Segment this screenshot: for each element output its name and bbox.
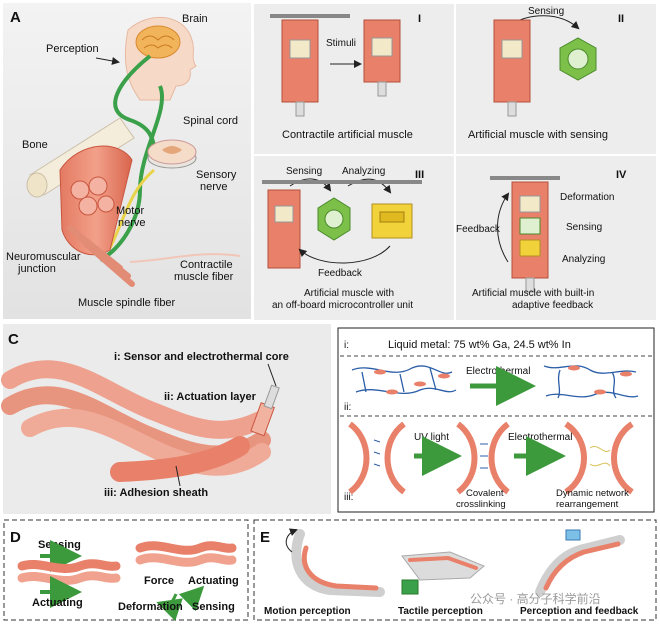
label-perception: Perception — [46, 43, 99, 55]
label-sensing-iii: Sensing — [286, 166, 322, 177]
label-motor-nerve-1: Motor — [116, 205, 144, 217]
label-spinal-cord: Spinal cord — [183, 115, 238, 127]
label-d-sensing-right: Sensing — [192, 601, 235, 613]
label-c-iii: iii: Adhesion sheath — [104, 487, 208, 499]
caption-iii-1: Artificial muscle with — [304, 288, 394, 299]
label-c-ii: ii: Actuation layer — [164, 391, 257, 403]
box-i-label: i: — [344, 340, 349, 351]
box-i-text: Liquid metal: 75 wt% Ga, 24.5 wt% In — [388, 339, 571, 351]
panel-b-ii-bg — [456, 4, 656, 154]
label-sensory-nerve-1: Sensory — [196, 169, 237, 181]
sensory-nerve-path — [99, 85, 164, 262]
muscle-block-i-left — [270, 14, 350, 117]
label-c-i: i: Sensor and electrothermal core — [114, 351, 289, 363]
box-iii-uv-light: UV light — [414, 432, 449, 443]
panel-a-letter: A — [10, 9, 21, 26]
caption-i: Contractile artificial muscle — [282, 129, 413, 141]
label-contractile-2: muscle fiber — [174, 271, 234, 283]
label-nmj-2: junction — [17, 263, 56, 275]
muscle-block-i-right — [363, 19, 401, 97]
label-analyzing-iii: Analyzing — [342, 166, 385, 177]
label-covalent-1: Covalent — [466, 488, 504, 499]
box-ii-label: ii: — [344, 402, 351, 413]
fiber-pair-d-right — [135, 541, 237, 567]
label-brain: Brain — [182, 13, 208, 25]
roman-ii: II — [618, 13, 624, 25]
label-stimuli: Stimuli — [326, 38, 356, 49]
label-d-force: Force — [144, 575, 174, 587]
roman-iv: IV — [616, 169, 627, 181]
box-iii-electrothermal: Electrothermal — [508, 432, 572, 443]
panel-d: D Sensing Actuating Force Actuating Defo… — [3, 519, 249, 622]
network-before — [351, 365, 457, 395]
label-covalent-2: crosslinking — [456, 499, 506, 510]
label-motion-perception: Motion perception — [264, 606, 351, 617]
panel-c-letter: C — [8, 331, 19, 348]
interface-stage-1 — [348, 421, 406, 495]
label-d-actuating-left: Actuating — [32, 597, 83, 609]
caption-ii: Artificial muscle with sensing — [468, 129, 608, 141]
panel-c: C i: Sensor and electrothermal core ii: … — [1, 324, 655, 514]
panel-b-iv-bg — [456, 156, 656, 320]
panel-a: A Brain Perception Spinal cord Bone — [3, 3, 251, 319]
interface-stage-2 — [456, 421, 510, 495]
muscle-block-iv — [511, 181, 549, 293]
caption-iv-2: adaptive feedback — [512, 300, 594, 311]
arm-motion-illustration — [285, 528, 385, 597]
label-nmj-1: Neuromuscular — [6, 251, 81, 263]
spinal-cord-section — [147, 139, 197, 169]
muscle-block-ii — [493, 19, 531, 117]
hand-tactile-illustration — [401, 551, 485, 595]
muscle-block-iii — [267, 189, 301, 269]
label-d-sensing: Sensing — [38, 539, 81, 551]
brain-icon — [135, 25, 181, 59]
roman-i: I — [418, 13, 421, 25]
label-deformation-iv: Deformation — [560, 192, 614, 203]
box-iii-label: iii: — [344, 492, 353, 503]
label-motor-nerve-2: nerve — [118, 217, 146, 229]
label-feedback-iv: Feedback — [456, 224, 501, 235]
label-dynamic-1: Dynamic network — [556, 488, 629, 499]
label-sensing-iv: Sensing — [566, 222, 602, 233]
label-sensory-nerve-2: nerve — [200, 181, 228, 193]
label-muscle-spindle: Muscle spindle fiber — [78, 297, 176, 309]
label-tactile-perception: Tactile perception — [398, 606, 483, 617]
single-fiber-cutaway — [110, 384, 280, 482]
label-sensing-ii: Sensing — [528, 6, 564, 17]
label-bone: Bone — [22, 139, 48, 151]
panel-e: E Motion perception Tactile perception P… — [253, 519, 657, 621]
muscle-bundle — [59, 145, 135, 287]
head-illustration — [124, 16, 197, 101]
label-contractile-1: Contractile — [180, 259, 233, 271]
label-d-actuating-right: Actuating — [188, 575, 239, 587]
panel-b: B I II III IV Stimuli Contractile artifi… — [254, 4, 656, 320]
label-perception-feedback: Perception and feedback — [520, 606, 639, 617]
box-ii-electrothermal: Electrothermal — [466, 366, 530, 377]
label-d-deformation: Deformation — [118, 601, 183, 613]
leg-feedback-illustration — [535, 529, 625, 597]
panel-d-letter: D — [10, 529, 21, 546]
roman-iii: III — [415, 169, 424, 181]
network-after — [543, 365, 639, 399]
caption-iii-2: an off-board microcontroller unit — [272, 300, 413, 311]
label-dynamic-2: rearrangement — [556, 499, 619, 510]
label-feedback-iii: Feedback — [318, 268, 363, 279]
watermark-text: 公众号 · 高分子科学前沿 — [470, 591, 601, 606]
motor-nerve-path — [108, 168, 155, 249]
panel-e-letter: E — [260, 529, 270, 546]
interface-stage-3 — [564, 421, 634, 495]
caption-iv-1: Artificial muscle with built-in — [472, 288, 594, 299]
label-analyzing-iv: Analyzing — [562, 254, 605, 265]
